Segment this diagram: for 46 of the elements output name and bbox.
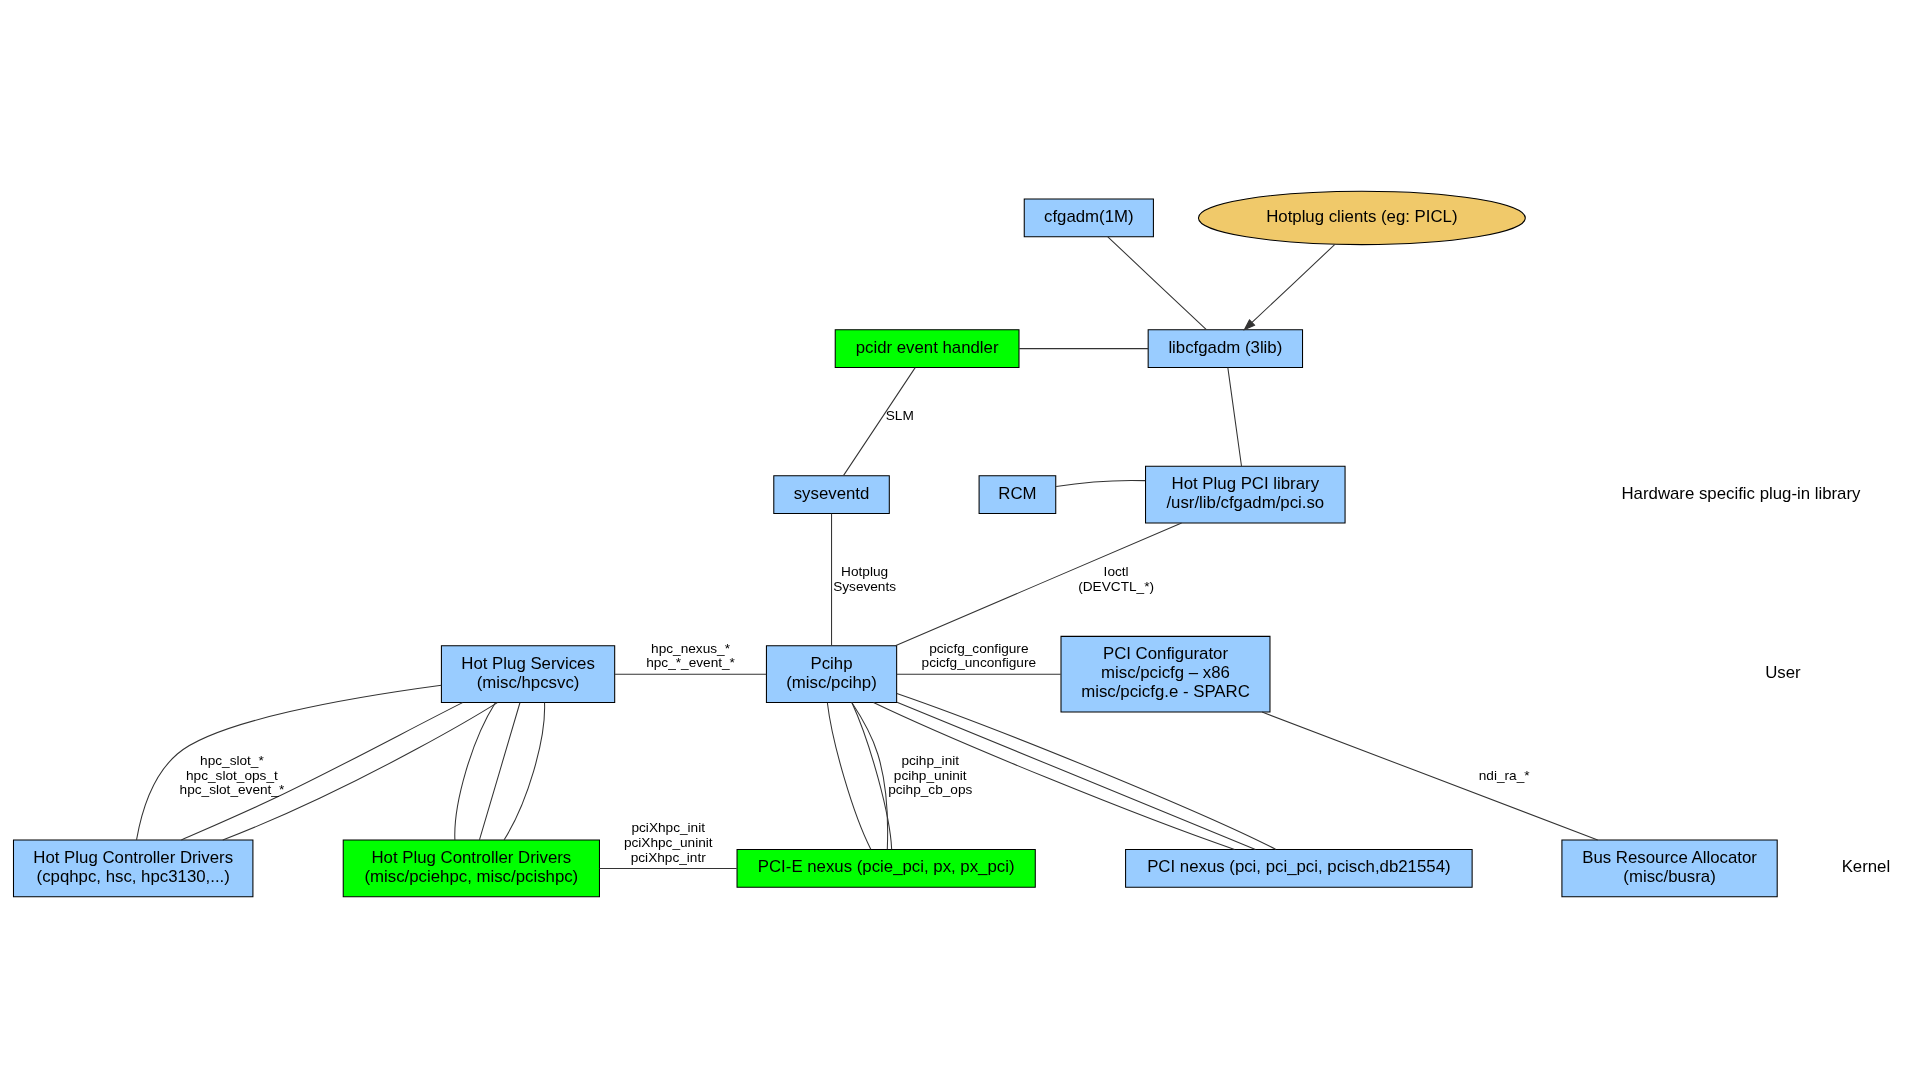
node-box: Hot Plug PCI library /usr/lib/cfgadm/pci.so bbox=[1144, 465, 1346, 524]
connector bbox=[826, 702, 871, 850]
edge-label: pcihp_init pcihp_uninit pcihp_cb_ops bbox=[887, 752, 972, 798]
edge-label: SLM bbox=[885, 408, 914, 424]
connector bbox=[894, 522, 1182, 647]
node-box: Hot Plug Controller Drivers (cpqhpc, hsc, hpc3130,...) bbox=[12, 839, 253, 898]
edge-label: Hotplug Sysevents bbox=[832, 563, 896, 594]
connector bbox=[135, 684, 442, 841]
node-ellipse: Hotplug clients (eg: PICL) bbox=[1197, 190, 1526, 246]
connector bbox=[1226, 367, 1242, 467]
node-box: libcfgadm (3lib) bbox=[1147, 329, 1303, 369]
node-box: Hot Plug Services (misc/hpcsvc) bbox=[440, 645, 615, 704]
connector bbox=[598, 867, 737, 869]
node-box: cfgadm(1M) bbox=[1023, 198, 1154, 238]
label: Hardware specific plug-in library bbox=[1620, 483, 1860, 503]
connector bbox=[842, 367, 916, 476]
node-box: syseventd bbox=[772, 475, 890, 515]
connector bbox=[1018, 348, 1149, 350]
node-box: pcidr event handler bbox=[834, 329, 1020, 369]
connector bbox=[453, 702, 496, 841]
edge-label: pcicfg_configure pcicfg_unconfigure bbox=[921, 640, 1036, 671]
connector bbox=[503, 702, 545, 841]
node-box: RCM bbox=[978, 475, 1056, 515]
edge-label: pciXhpc_init pciXhpc_uninit pciXhpc_intr bbox=[623, 820, 713, 865]
edge-label: Ioctl (DEVCTL_*) bbox=[1077, 563, 1154, 594]
edge-label: ndi_ra_* bbox=[1478, 767, 1530, 783]
node-box: Pcihp (misc/pcihp) bbox=[765, 645, 897, 704]
connector bbox=[478, 702, 520, 841]
connector bbox=[895, 673, 1061, 675]
connector bbox=[180, 702, 463, 841]
edge-label: hpc_nexus_* hpc_*_event_* bbox=[645, 640, 735, 671]
connector bbox=[614, 673, 767, 675]
node-box: Bus Resource Allocator (misc/busra) bbox=[1560, 839, 1778, 898]
label: User bbox=[1764, 663, 1801, 683]
node-box: Hot Plug Controller Drivers (misc/pciehpc, misc/pcishpc) bbox=[342, 839, 600, 898]
connector bbox=[1106, 236, 1207, 330]
connector bbox=[1261, 711, 1598, 841]
node-box: PCI Configurator misc/pcicfg – x86 misc/pcicfg.e - SPARC bbox=[1059, 635, 1270, 713]
node-box: PCI nexus (pci, pci_pci, pcisch,db21554) bbox=[1124, 849, 1473, 888]
connector bbox=[221, 702, 498, 841]
arrow bbox=[1242, 243, 1335, 331]
node-box: PCI-E nexus (pcie_pci, px, px_pci) bbox=[736, 849, 1036, 888]
edge-label: hpc_slot_* hpc_slot_ops_t hpc_slot_event_* bbox=[179, 752, 284, 798]
label: Kernel bbox=[1841, 857, 1890, 877]
connector bbox=[830, 513, 832, 647]
connector bbox=[1055, 479, 1146, 488]
